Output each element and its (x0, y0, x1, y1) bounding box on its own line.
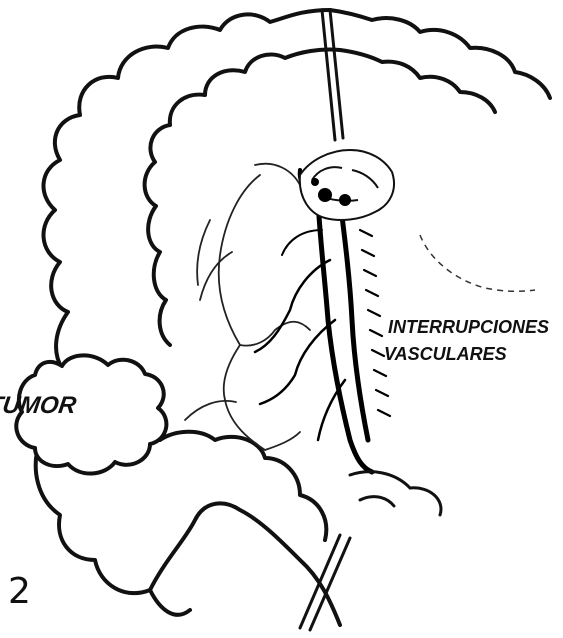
figure-number: 2 (8, 571, 31, 612)
tumor-label: TUMOR (0, 392, 78, 419)
interruptions-label-line2: VASCULARES (384, 344, 507, 364)
vessel-root-cluster (300, 150, 394, 220)
interruptions-label-line1: INTERRUPCIONES (388, 317, 549, 337)
